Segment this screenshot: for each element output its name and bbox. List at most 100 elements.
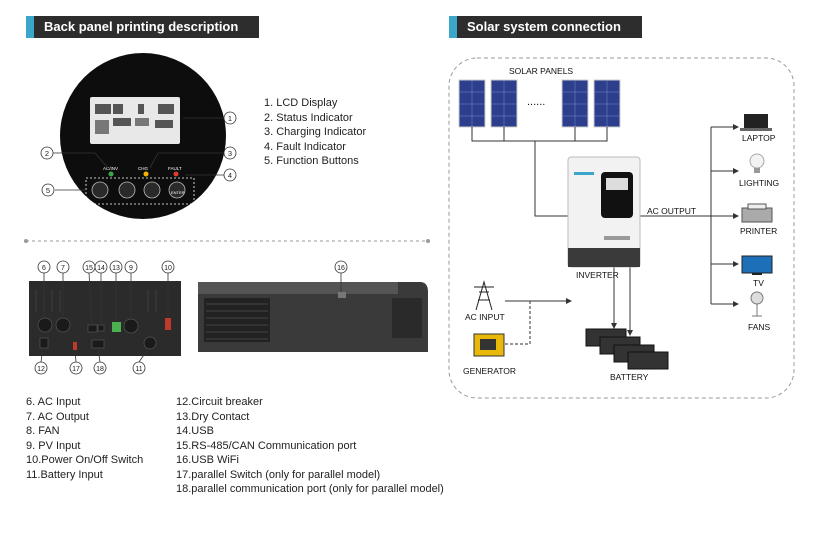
side-vent-right <box>392 298 422 338</box>
lcd-segments <box>95 104 174 134</box>
list-item: 11.Battery Input <box>26 468 103 481</box>
battery-label: BATTERY <box>610 372 649 382</box>
callout-13: 13 <box>112 265 120 272</box>
function-buttons-box <box>85 177 195 205</box>
indicator-label-fault: FAULT <box>168 166 182 171</box>
fan-icon <box>750 291 764 317</box>
back-callout-circles <box>34 260 348 375</box>
up-button[interactable] <box>118 181 136 199</box>
section-header-solar: Solar system connection <box>449 16 642 38</box>
callout-5: 5 <box>46 186 50 195</box>
usb-port <box>97 324 105 332</box>
side-top-strip <box>198 282 398 294</box>
list-item: 16.USB WiFi <box>176 454 239 466</box>
lightbulb-icon <box>749 153 765 173</box>
callout-17: 17 <box>72 366 80 373</box>
header-accent-bar <box>449 16 457 38</box>
list-item: 13.Dry Contact <box>176 410 250 423</box>
divider-dot <box>24 239 28 243</box>
front-items-list: 1. LCD Display 2. Status Indicator 3. Ch… <box>264 96 366 169</box>
callout-10: 10 <box>164 265 172 272</box>
generator-wiring <box>505 301 531 345</box>
ac-input-port <box>37 317 53 333</box>
callout-15: 15 <box>85 265 93 272</box>
inverter-label: INVERTER <box>576 270 619 280</box>
enter-button-label: ENTER <box>171 190 185 195</box>
section-header-back-panel: Back panel printing description <box>26 16 259 38</box>
ac-output-port <box>55 317 71 333</box>
pv-input-port <box>123 318 139 334</box>
menu-button[interactable] <box>91 181 109 199</box>
callout-18: 18 <box>96 366 104 373</box>
battery-icon <box>585 328 669 370</box>
callout-1: 1 <box>228 114 232 123</box>
solar-panels-label: SOLAR PANELS <box>509 66 574 76</box>
load-label-lighting: LIGHTING <box>739 178 780 188</box>
side-vent-left <box>204 298 270 342</box>
header-title: Solar system connection <box>457 16 642 38</box>
generator-icon <box>473 333 505 357</box>
solar-wiring <box>471 126 735 332</box>
ac-output-label: AC OUTPUT <box>647 206 697 216</box>
callout-6: 6 <box>42 265 46 272</box>
list-item: 1. LCD Display <box>264 97 338 109</box>
load-label-laptop: LAPTOP <box>742 133 776 143</box>
header-title: Back panel printing description <box>34 16 259 38</box>
circuit-breaker <box>39 337 49 349</box>
battery-input-port <box>143 336 157 350</box>
list-item: 6. AC Input <box>26 396 81 408</box>
charging-indicator <box>143 171 149 177</box>
callout-16: 16 <box>337 265 345 272</box>
back-callout-lines <box>40 272 342 363</box>
callout-12: 12 <box>37 366 45 373</box>
down-button[interactable] <box>143 181 161 199</box>
laptop-icon <box>740 114 772 131</box>
callout-9: 9 <box>129 265 133 272</box>
list-item: 12.Circuit breaker <box>176 396 263 408</box>
tv-icon <box>741 255 773 275</box>
panels-ellipsis: ...... <box>527 96 546 108</box>
generator-label: GENERATOR <box>463 366 517 376</box>
enter-button[interactable] <box>168 181 186 199</box>
ac-input-label: AC INPUT <box>465 312 505 322</box>
load-label-fans: FANS <box>748 322 771 332</box>
list-item: 7. AC Output <box>26 410 89 423</box>
list-item: 9. PV Input <box>26 439 81 452</box>
solar-panels <box>458 79 621 128</box>
callout-4: 4 <box>228 171 232 180</box>
callout-11: 11 <box>135 366 142 373</box>
callout-14: 14 <box>97 265 105 272</box>
fault-indicator <box>173 171 179 177</box>
back-items-list-left: 6. AC Input 7. AC Output 8. FAN 9. PV In… <box>26 395 143 482</box>
usb-wifi-port <box>338 292 346 298</box>
divider-dot <box>426 239 430 243</box>
callout-7: 7 <box>61 265 65 272</box>
list-item: 17.parallel Switch (only for parallel mo… <box>176 468 381 481</box>
list-item: 14.USB <box>176 425 214 437</box>
ac-input-tower-icon <box>474 280 494 311</box>
header-accent-bar <box>26 16 34 38</box>
side-vent-lines <box>206 303 268 340</box>
list-item: 4. Fault Indicator <box>264 140 346 153</box>
list-item: 2. Status Indicator <box>264 111 353 124</box>
status-indicator <box>108 171 114 177</box>
list-item: 10.Power On/Off Switch <box>26 454 144 466</box>
list-item: 8. FAN <box>26 425 60 437</box>
parallel-comm-port <box>91 339 105 349</box>
indicator-label-ac-inv: AC/INV <box>103 166 118 171</box>
callout-3: 3 <box>228 149 232 158</box>
load-label-tv: TV <box>753 278 764 288</box>
inverter-unit <box>567 156 641 268</box>
front-callout-circles <box>40 111 237 197</box>
indicator-label-chg: CHG <box>138 166 148 171</box>
printer-icon <box>741 203 773 223</box>
solar-system-border <box>448 57 795 399</box>
front-callout-lines <box>53 117 224 191</box>
callout-2: 2 <box>45 149 49 158</box>
rs485-port <box>87 324 98 333</box>
back-items-list-right: 12.Circuit breaker 13.Dry Contact 14.USB… <box>176 395 444 497</box>
list-item: 18.parallel communication port (only for… <box>176 483 444 495</box>
dry-contact <box>112 322 121 332</box>
load-label-printer: PRINTER <box>740 226 778 236</box>
